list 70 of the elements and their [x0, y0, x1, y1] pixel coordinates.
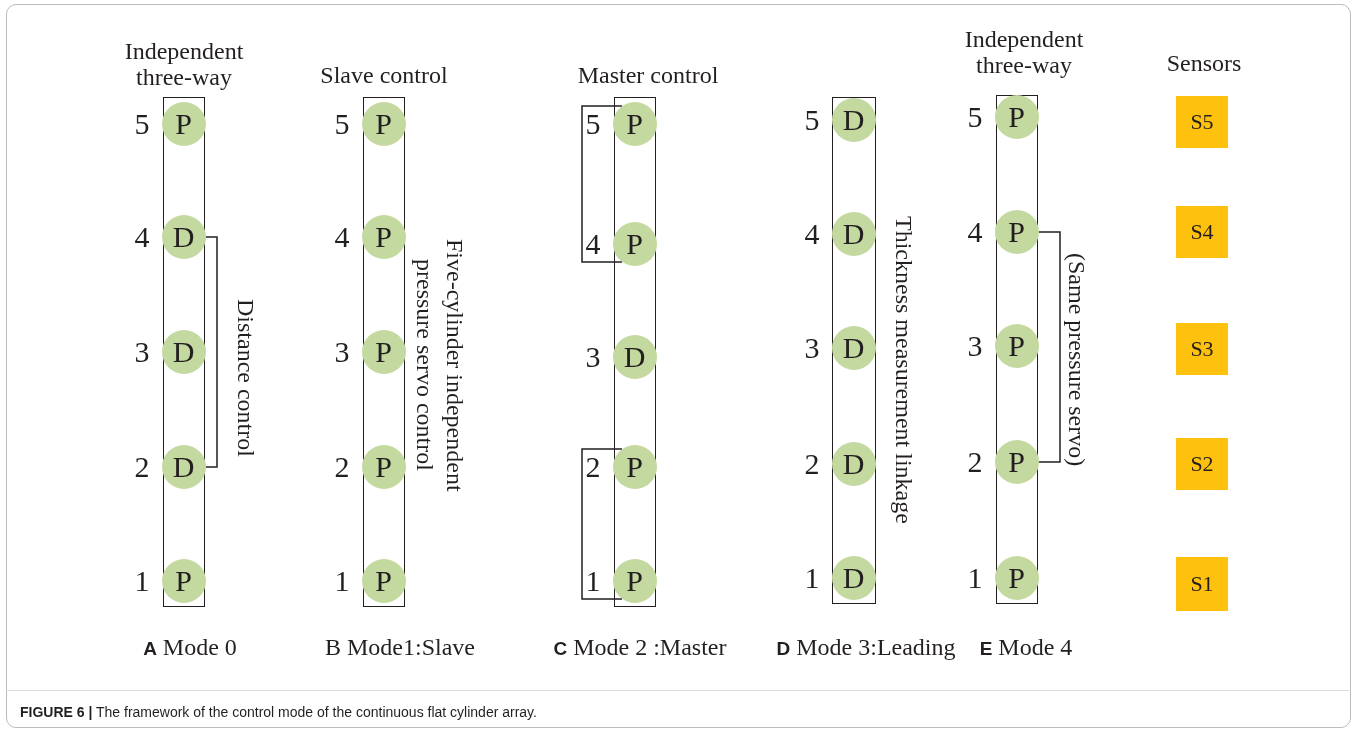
- mode-caption: A Mode 0: [143, 633, 237, 661]
- position-number: 4: [966, 215, 983, 248]
- mode-letter: D: [171, 218, 196, 255]
- mode-letter: P: [374, 105, 393, 142]
- mode-caption: B Mode1:Slave: [325, 633, 475, 661]
- column-heading: Sensors: [1165, 50, 1243, 76]
- mode-letter: P: [374, 562, 393, 599]
- mode-letter: D: [841, 101, 866, 138]
- figure-caption: FIGURE 6 | The framework of the control mode of the continuous flat cylinder array.: [20, 704, 537, 720]
- mode-letter: P: [1007, 559, 1026, 596]
- column-heading: Independent three-way: [963, 26, 1085, 78]
- position-number: 3: [584, 340, 601, 373]
- mode-letter: P: [625, 562, 644, 599]
- mode-letter: P: [374, 333, 393, 370]
- position-number: 2: [803, 447, 820, 480]
- mode-letter: D: [622, 338, 647, 375]
- bracket-line: [1038, 231, 1061, 463]
- position-number: 5: [584, 107, 601, 140]
- bracket-line: [205, 236, 218, 468]
- sensor-box: S2: [1176, 438, 1228, 490]
- mode-letter: D: [841, 445, 866, 482]
- sensor-box: S5: [1176, 96, 1228, 148]
- position-number: 1: [966, 561, 983, 594]
- position-number: 4: [803, 217, 820, 250]
- mode-letter: P: [174, 105, 193, 142]
- column-heading: Independent three-way: [123, 38, 245, 90]
- mode-letter: D: [171, 333, 196, 370]
- position-number: 5: [333, 107, 350, 140]
- position-number: 5: [966, 100, 983, 133]
- mode-letter: P: [625, 105, 644, 142]
- position-number: 2: [333, 450, 350, 483]
- bracket-line: [581, 105, 623, 263]
- mode-letter: P: [1007, 327, 1026, 364]
- column-heading: Master control: [576, 62, 720, 88]
- position-number: 1: [333, 564, 350, 597]
- position-number: 1: [803, 561, 820, 594]
- position-number: 1: [133, 564, 150, 597]
- mode-letter: P: [374, 448, 393, 485]
- sensor-box: S3: [1176, 323, 1228, 375]
- mode-caption: C Mode 2 :Master: [553, 633, 727, 661]
- column-heading: Slave control: [319, 62, 449, 88]
- position-number: 5: [803, 103, 820, 136]
- mode-caption: D Mode 3:Leading: [776, 633, 956, 661]
- position-number: 2: [584, 450, 601, 483]
- position-number: 4: [584, 227, 601, 260]
- position-number: 4: [333, 220, 350, 253]
- bracket-line: [581, 448, 623, 600]
- mode-letter: P: [174, 562, 193, 599]
- mode-letter: P: [374, 218, 393, 255]
- sensor-box: S4: [1176, 206, 1228, 258]
- mode-letter: D: [841, 559, 866, 596]
- position-number: 3: [966, 329, 983, 362]
- sensor-box: S1: [1176, 557, 1228, 611]
- position-number: 4: [133, 220, 150, 253]
- position-number: 5: [133, 107, 150, 140]
- position-number: 3: [333, 335, 350, 368]
- mode-letter: P: [625, 225, 644, 262]
- mode-letter: D: [171, 448, 196, 485]
- mode-letter: P: [1007, 443, 1026, 480]
- mode-letter: D: [841, 215, 866, 252]
- mode-letter: P: [1007, 213, 1026, 250]
- position-number: 2: [133, 450, 150, 483]
- mode-letter: D: [841, 329, 866, 366]
- position-number: 1: [584, 564, 601, 597]
- mode-letter: P: [1007, 98, 1026, 135]
- position-number: 3: [803, 331, 820, 364]
- mode-letter: P: [625, 448, 644, 485]
- mode-caption: E Mode 4: [979, 633, 1073, 661]
- position-number: 2: [966, 445, 983, 478]
- position-number: 3: [133, 335, 150, 368]
